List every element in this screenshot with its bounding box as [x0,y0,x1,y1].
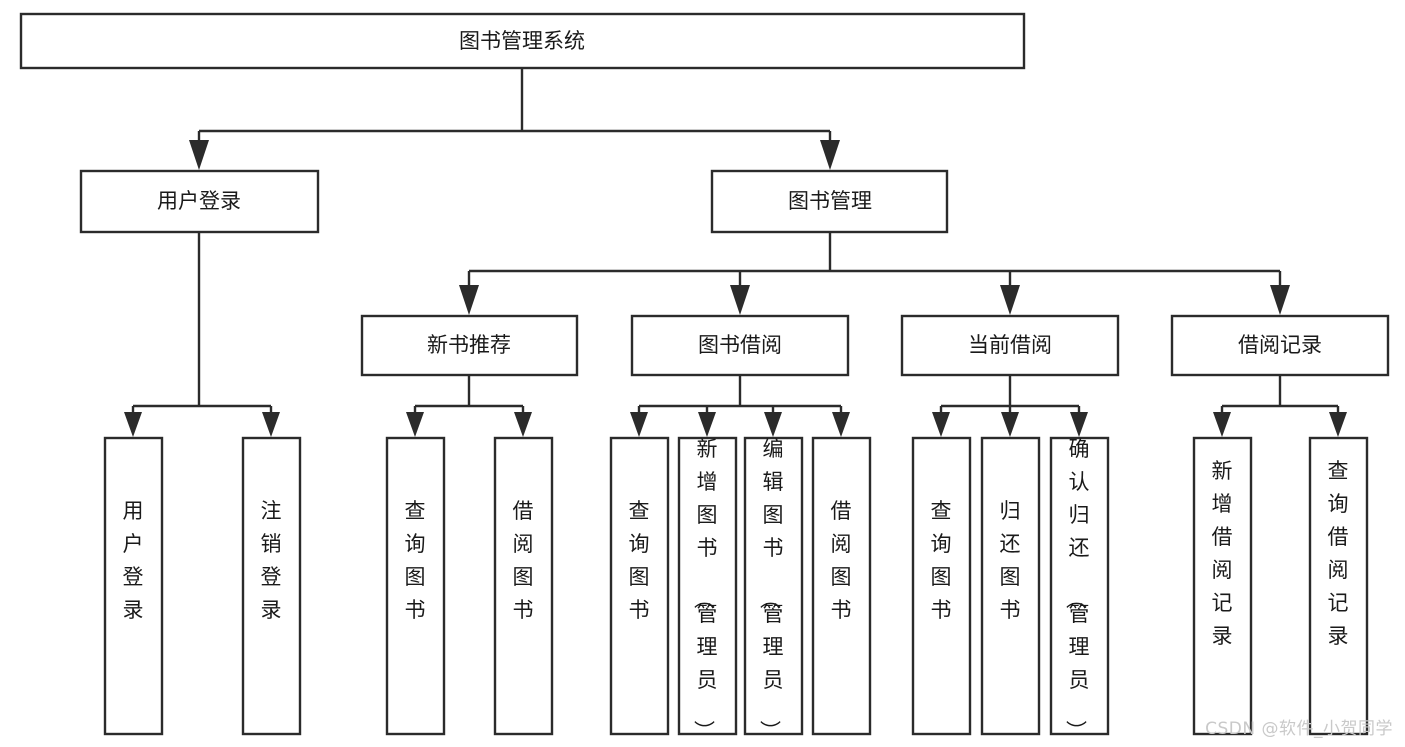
leaf-new-book-recommend-0-label: 查询图书 [405,499,426,622]
leaf-new-book-recommend-1-box [493,436,554,736]
node-user-login[interactable]: 用户登录 [79,169,320,234]
node-borrow-record[interactable]: 借阅记录 [1170,314,1390,377]
leaf-book-borrow-0-label: 查询图书 [629,499,650,622]
arrow-head-book-borrow-1 [698,412,716,437]
leaf-borrow-record-0-label: 新增借阅记录 [1212,459,1233,648]
leaf-book-borrow-3[interactable]: 借阅图书 [811,436,872,736]
leaf-borrow-record-0[interactable]: 新增借阅记录 [1192,436,1253,736]
leaf-user-login-1[interactable]: 注销登录 [241,436,302,736]
arrow-head-level2-0 [189,140,209,170]
arrow-head-book-borrow-2 [764,412,782,437]
leaf-new-book-recommend-0[interactable]: 查询图书 [385,436,446,736]
leaf-current-borrow-2-label: 确认归还（管理员） [1064,437,1090,741]
arrow-head-new-book-1 [514,412,532,437]
arrow-head-level3-3 [1270,285,1290,315]
node-book-borrow[interactable]: 图书借阅 [630,314,850,377]
node-root-label: 图书管理系统 [459,29,585,53]
leaf-book-borrow-3-label: 借阅图书 [831,499,852,622]
leaf-borrow-record-0-box [1192,436,1253,736]
node-book-management-box [710,169,949,234]
arrow-head-current-borrow-1 [1001,412,1019,437]
csdn-watermark: CSDN @软件_小贺同学 [1205,719,1393,739]
node-root[interactable]: 图书管理系统 [19,12,1026,70]
leaf-book-borrow-1-box [677,436,738,736]
node-root-box [19,12,1026,70]
node-borrow-record-box [1170,314,1390,377]
leaf-current-borrow-1-box [980,436,1041,736]
leaf-current-borrow-0-label: 查询图书 [931,499,952,622]
arrow-head-level2-1 [820,140,840,170]
leaf-new-book-recommend-0-box [385,436,446,736]
leaf-user-login-0-box [103,436,164,736]
node-user-login-label: 用户登录 [157,189,241,213]
leaf-new-book-recommend-1-label: 借阅图书 [513,499,534,622]
arrow-head-new-book-0 [406,412,424,437]
leaf-current-borrow-0-box [911,436,972,736]
node-book-management[interactable]: 图书管理 [710,169,949,234]
leaf-book-borrow-1-label: 新增图书（管理员） [692,437,718,741]
leaf-user-login-1-label: 注销登录 [261,499,282,622]
node-current-borrow-label: 当前借阅 [968,333,1052,357]
arrow-head-book-borrow-0 [630,412,648,437]
leaf-borrow-record-1-box [1308,436,1369,736]
leaf-current-borrow-1-label: 归还图书 [1000,499,1021,622]
arrow-head-user-login-1 [262,412,280,437]
leaf-current-borrow-1[interactable]: 归还图书 [980,436,1041,736]
leaf-book-borrow-2[interactable]: 编辑图书（管理员） [743,436,804,741]
leaf-book-borrow-1[interactable]: 新增图书（管理员） [677,436,738,741]
leaf-book-borrow-2-box [743,436,804,736]
arrow-head-user-login-0 [124,412,142,437]
arrow-head-book-borrow-3 [832,412,850,437]
leaf-book-borrow-0[interactable]: 查询图书 [609,436,670,736]
leaf-book-borrow-0-box [609,436,670,736]
leaf-book-borrow-3-box [811,436,872,736]
leaf-user-login-0[interactable]: 用户登录 [103,436,164,736]
leaf-new-book-recommend-1[interactable]: 借阅图书 [493,436,554,736]
leaf-borrow-record-1[interactable]: 查询借阅记录 [1308,436,1369,736]
arrow-head-borrow-record-0 [1213,412,1231,437]
node-book-borrow-box [630,314,850,377]
leaf-book-borrow-2-label: 编辑图书（管理员） [758,437,784,741]
arrow-head-level3-2 [1000,285,1020,315]
arrow-head-borrow-record-1 [1329,412,1347,437]
node-new-book-recommend-box [360,314,579,377]
arrow-head-current-borrow-0 [932,412,950,437]
node-current-borrow[interactable]: 当前借阅 [900,314,1120,377]
leaf-borrow-record-1-label: 查询借阅记录 [1328,459,1349,648]
leaf-user-login-1-box [241,436,302,736]
leaf-current-borrow-2[interactable]: 确认归还（管理员） [1049,436,1110,741]
leaf-current-borrow-0[interactable]: 查询图书 [911,436,972,736]
leaf-user-login-0-label: 用户登录 [123,499,144,622]
node-new-book-recommend-label: 新书推荐 [427,333,511,357]
arrow-head-level3-0 [459,285,479,315]
node-book-management-label: 图书管理 [788,189,872,213]
node-book-borrow-label: 图书借阅 [698,333,782,357]
arrow-head-current-borrow-2 [1070,412,1088,437]
leaf-current-borrow-2-box [1049,436,1110,736]
node-current-borrow-box [900,314,1120,377]
arrow-head-level3-1 [730,285,750,315]
node-new-book-recommend[interactable]: 新书推荐 [360,314,579,377]
node-borrow-record-label: 借阅记录 [1238,333,1322,357]
